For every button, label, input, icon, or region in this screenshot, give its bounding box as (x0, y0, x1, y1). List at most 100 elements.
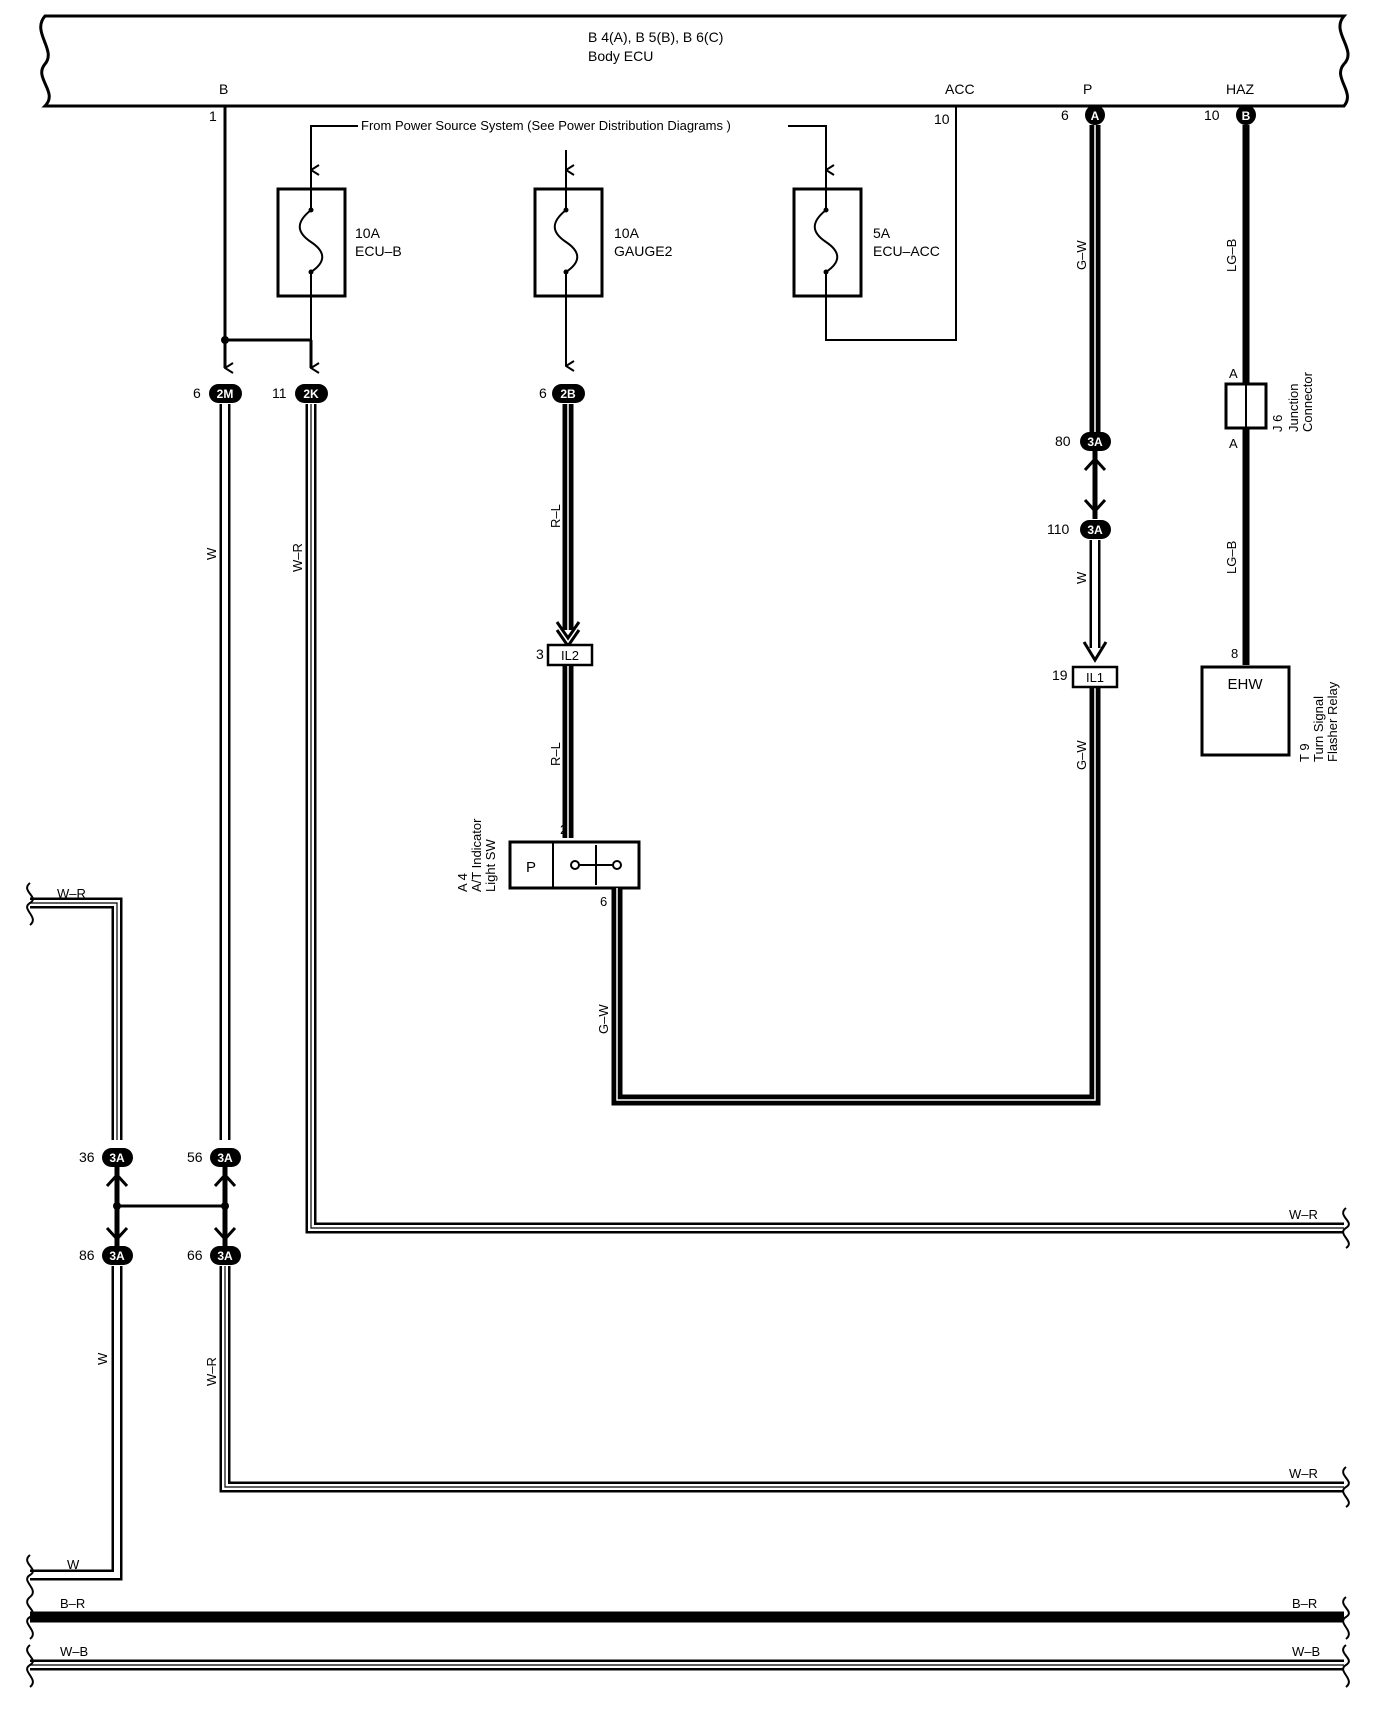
fuse-ecu-b: 10A ECU–B (276, 170, 402, 340)
connector-il2-code: IL2 (561, 648, 579, 663)
at-indicator-switch: P 2 6 A 4 A/T Indicator Light SW (455, 818, 641, 909)
ecu-pin-acc: 10 (934, 111, 950, 127)
br-bus: B–R B–R (26, 1596, 1350, 1640)
rl-wire-upper-label: R–L (548, 504, 563, 528)
connector-3a-56-pin: 56 (187, 1149, 203, 1165)
rl-wire-upper: R–L (548, 404, 581, 649)
gw-wire-upper-label: G–W (1074, 240, 1089, 270)
fuse-gauge2-name: GAUGE2 (614, 243, 673, 259)
junction-connector-j6: A A J 6 Junction Connector (1224, 366, 1315, 451)
lgb-wire-lower-label: LG–B (1224, 541, 1239, 574)
wb-bus-left-label: W–B (60, 1644, 88, 1659)
connector-il1-code: IL1 (1086, 670, 1104, 685)
connector-ecu-a: A (1085, 105, 1105, 125)
fuse-gauge2-amp: 10A (614, 225, 640, 241)
wb-bus: W–B W–B (26, 1644, 1350, 1688)
connector-il2-pin: 3 (536, 646, 544, 662)
connector-3a-56-code: 3A (217, 1151, 233, 1165)
junction-pin-top: A (1229, 366, 1238, 381)
wb-bus-right-label: W–B (1292, 1644, 1320, 1659)
switch-name-2: Light SW (483, 839, 498, 892)
connector-3a-86-pin: 86 (79, 1247, 95, 1263)
w-wire-3a-il1-label: W (1074, 571, 1089, 584)
connector-2m: 6 2M (193, 384, 242, 403)
ecu-terminal-p: P (1083, 81, 1092, 97)
turn-signal-flasher-relay: EHW 8 T 9 Turn Signal Flasher Relay (1200, 646, 1340, 762)
ecu-terminal-haz: HAZ (1226, 81, 1254, 97)
connector-3a-86-code: 3A (109, 1249, 125, 1263)
relay-id: T 9 (1297, 743, 1312, 762)
fuse-ecu-b-name: ECU–B (355, 243, 402, 259)
connector-3a-66-code: 3A (217, 1249, 233, 1263)
connector-2k-code: 2K (303, 387, 319, 401)
ecu-title: B 4(A), B 5(B), B 6(C) (588, 29, 723, 45)
connector-ecu-b-code: B (1242, 109, 1251, 123)
connector-3a-80: 80 3A (1055, 432, 1111, 451)
wr-wire-66-label: W–R (204, 1357, 219, 1386)
connector-2m-pin: 6 (193, 385, 201, 401)
relay-name-1: Turn Signal (1311, 696, 1326, 762)
connector-3a-110-pin: 110 (1047, 521, 1070, 537)
w-wire-2m: W (204, 404, 231, 1140)
connector-3a-36-code: 3A (109, 1151, 125, 1165)
relay-name-2: Flasher Relay (1325, 681, 1340, 762)
switch-pin-bottom: 6 (600, 894, 607, 909)
connector-3a-66-pin: 66 (187, 1247, 203, 1263)
w-wire-86-label: W (95, 1352, 110, 1365)
acc-wire (825, 107, 957, 341)
connector-2b-pin: 6 (539, 385, 547, 401)
relay-pin: 8 (1231, 646, 1238, 661)
connector-2b: 6 2B (539, 384, 585, 403)
switch-id: A 4 (455, 873, 470, 892)
relay-terminal: EHW (1228, 676, 1264, 693)
connector-il2: 3 IL2 (536, 643, 594, 667)
switch-pin-top: 2 (560, 822, 567, 837)
connector-il1-pin: 19 (1052, 667, 1068, 683)
rl-wire-lower: R–L (548, 666, 574, 838)
power-source-note: From Power Source System (See Power Dist… (310, 118, 826, 170)
ecu-pin-haz: 10 (1204, 107, 1220, 123)
connector-2k: 11 2K (272, 384, 328, 403)
fuse-ecu-b-amp: 10A (355, 225, 381, 241)
w-wire-86-end-label: W (67, 1557, 80, 1572)
w-wire-3a-il1: W (1074, 540, 1108, 663)
connector-3a-110-code: 3A (1087, 523, 1103, 537)
connector-3a-56: 56 3A (187, 1148, 241, 1167)
connector-3a-80-pin: 80 (1055, 433, 1071, 449)
ecu-terminal-acc: ACC (945, 81, 975, 97)
body-ecu-box: B 4(A), B 5(B), B 6(C) Body ECU B ACC P … (39, 14, 1350, 108)
switch-position-label: P (526, 859, 536, 876)
switch-name-1: A/T Indicator (469, 818, 484, 892)
junction-name-2: Connector (1300, 371, 1315, 432)
junction-pin-bottom: A (1229, 436, 1238, 451)
ecu-pin-p: 6 (1061, 107, 1069, 123)
ecu-pin-b: 1 (209, 108, 217, 124)
wr-wire-2k-end-label: W–R (1289, 1207, 1318, 1222)
fuse-ecu-acc-amp: 5A (873, 225, 891, 241)
rl-wire-lower-label: R–L (548, 742, 563, 766)
lgb-wire-upper-label: LG–B (1224, 239, 1239, 272)
fuse-ecu-acc-name: ECU–ACC (873, 243, 940, 259)
gw-wire-loop-label: G–W (596, 1004, 611, 1034)
connector-3a-36-pin: 36 (79, 1149, 95, 1165)
w-wire-86: W W (26, 1266, 123, 1598)
connector-ecu-a-code: A (1091, 109, 1100, 123)
fuse-ecu-acc: 5A ECU–ACC (792, 170, 940, 298)
wr-wire-2k: W–R W–R (290, 404, 1350, 1249)
connector-il1: 19 IL1 (1052, 665, 1119, 689)
connector-3a-110: 110 3A (1047, 520, 1111, 539)
connector-3a-36: 36 3A (79, 1148, 133, 1167)
br-bus-right-label: B–R (1292, 1596, 1317, 1611)
connector-3a-66: 66 3A (187, 1246, 241, 1265)
wr-wire-2k-label: W–R (290, 543, 305, 572)
ecu-terminal-b: B (219, 81, 228, 97)
junction-name-1: Junction (1286, 384, 1301, 432)
power-source-text: From Power Source System (See Power Dist… (361, 118, 731, 133)
junction-id: J 6 (1270, 415, 1285, 432)
connector-2k-pin: 11 (272, 385, 287, 401)
gw-wire-loop: G–W G–W (596, 684, 1101, 1106)
fuse-gauge2: 10A GAUGE2 (533, 170, 673, 366)
gw-wire-il1-label: G–W (1074, 740, 1089, 770)
wr-wire-66-end-label: W–R (1289, 1466, 1318, 1481)
